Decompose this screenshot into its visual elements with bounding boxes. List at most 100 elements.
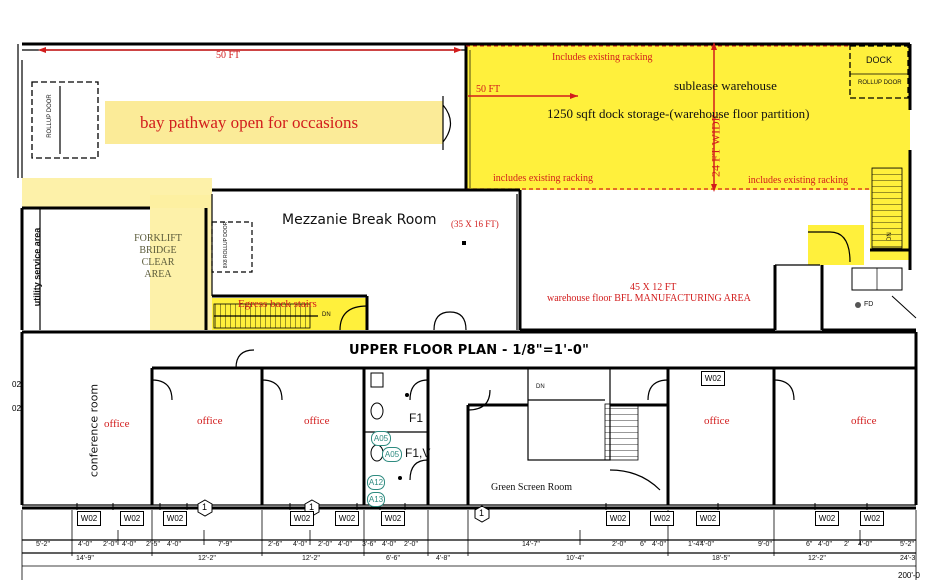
- rollup-door-left: [31, 81, 99, 159]
- plan-title: UPPER FLOOR PLAN - 1/8"=1'-0": [349, 343, 590, 358]
- dimension-label: 12'-2": [302, 555, 320, 562]
- sublease-highlight: [466, 44, 910, 190]
- dimension-label: 5'-2": [36, 541, 50, 548]
- office-1-label: office: [104, 418, 130, 430]
- dn-label-mid: DN: [536, 384, 545, 390]
- dimension-label: 4'-0": [167, 541, 181, 548]
- tag-w02-room: W02: [701, 371, 725, 386]
- racking-label-bottom-left: includes existing racking: [493, 173, 593, 184]
- egress-label: Egress back stairs: [238, 298, 317, 310]
- edge-02-b: 02: [12, 404, 21, 413]
- tag-w02-window: W02: [120, 511, 144, 526]
- dimension-label: 4'-0": [78, 541, 92, 548]
- dimension-label: 4'-0": [338, 541, 352, 548]
- tag-w02-window: W02: [815, 511, 839, 526]
- tag-w02-window: W02: [77, 511, 101, 526]
- tag-a05-1: A05: [371, 431, 391, 446]
- bay-pathway-label: bay pathway open for occasions: [140, 113, 359, 132]
- grid-1c: 1: [479, 508, 485, 518]
- dimension-label: 2'-0": [103, 541, 117, 548]
- dimension-label: 12'-2": [198, 555, 216, 562]
- tag-a12: A12: [367, 475, 385, 490]
- pathway-highlight: [105, 101, 443, 144]
- racking-label-top: Includes existing racking: [552, 52, 653, 63]
- dimension-label: 2'-0": [404, 541, 418, 548]
- dimension-label: 4'-0": [382, 541, 396, 548]
- tag-w02-window: W02: [860, 511, 884, 526]
- dim-total: 200'-0: [898, 571, 920, 580]
- dimension-label: 4'-0": [858, 541, 872, 548]
- dn-label-upper: DN: [322, 312, 331, 318]
- tag-w02-window: W02: [335, 511, 359, 526]
- dimension-label: 10'-4": [566, 555, 584, 562]
- rollup-door-bridge-label: 8X8 ROLLUP DOOR: [223, 221, 229, 269]
- sublease-warehouse-label: sublease warehouse: [674, 78, 777, 93]
- tag-w02-window: W02: [163, 511, 187, 526]
- tag-w02-window: W02: [606, 511, 630, 526]
- utility-service-label: utility service area: [32, 227, 42, 307]
- dock-label: DOCK: [866, 55, 893, 65]
- dimension-label: 3'-6": [362, 541, 376, 548]
- break-room-size: (35 X 16 FT): [451, 219, 499, 229]
- dimension-label: 4'-0": [122, 541, 136, 548]
- grid-1b: 1: [309, 502, 315, 512]
- edge-02-a: 02: [12, 380, 21, 389]
- tag-w02-window: W02: [650, 511, 674, 526]
- dimension-label: 12'-2": [808, 555, 826, 562]
- conference-room-label: conference room: [87, 383, 101, 478]
- f1-top-label: F1: [409, 411, 424, 425]
- dimension-label: 1'-4": [688, 541, 702, 548]
- center-stairs: [527, 367, 611, 461]
- tag-a13: A13: [367, 492, 385, 507]
- dimension-label: 24'-3: [900, 555, 916, 562]
- bfl-area-label: warehouse floor BFL MANUFACTURING AREA: [547, 293, 751, 304]
- dimension-label: 2'-6": [268, 541, 282, 548]
- forklift-line-2: BRIDGE: [139, 245, 177, 256]
- dimension-label: 4'-8": [436, 555, 450, 562]
- window-marks: [76, 503, 868, 510]
- dimension-label: 18'-5": [712, 555, 730, 562]
- office-3-label: office: [304, 415, 330, 427]
- dimension-label: 2'-0": [612, 541, 626, 548]
- dn-label-right: DN: [887, 232, 893, 241]
- rollup-door-left-label: ROLLUP DOOR: [47, 94, 53, 138]
- tag-w02-window: W02: [696, 511, 720, 526]
- forklift-line-4: AREA: [144, 269, 172, 280]
- dimension-ticks: [21, 510, 917, 580]
- dimension-label: 14'-9": [76, 555, 94, 562]
- office-4-label: office: [704, 415, 730, 427]
- bfl-size-label: 45 X 12 FT: [630, 282, 677, 293]
- tag-a05-2: A05: [382, 447, 402, 462]
- dimension-label: 4'-0": [700, 541, 714, 548]
- dock-storage-label: 1250 sqft dock storage-(warehouse floor …: [547, 106, 810, 121]
- dock-rollup-label: ROLLUP DOOR: [858, 80, 902, 86]
- office-5-label: office: [851, 415, 877, 427]
- dimension-label: 5'-2": [900, 541, 914, 548]
- dimension-label: 2': [844, 541, 850, 548]
- dimension-label: 4'-0": [818, 541, 832, 548]
- racking-label-bottom-right: includes existing racking: [748, 175, 848, 186]
- dimension-label: 2'-5": [146, 541, 160, 548]
- dimension-label: 2'-0": [318, 541, 332, 548]
- dim-50ft-side: 50 FT: [476, 84, 501, 95]
- f1-bottom-label: F1,V: [405, 446, 431, 460]
- dock-box: [849, 45, 909, 99]
- tag-w02-window: W02: [381, 511, 405, 526]
- dimension-label: 6": [806, 541, 813, 548]
- dimension-label: 6'-6": [386, 555, 400, 562]
- forklift-bridge-highlight: [150, 195, 212, 330]
- dimension-label: 9'-0": [758, 541, 772, 548]
- tag-w02-window: W02: [290, 511, 314, 526]
- grid-1a: 1: [202, 502, 208, 512]
- right-stairs: [871, 167, 903, 249]
- mezzanine-label: Mezzanie Break Room: [282, 212, 437, 228]
- stair-landing-highlight: [808, 225, 864, 265]
- dimension-label: 4'-0": [293, 541, 307, 548]
- dim-50ft-top: 50 FT: [216, 50, 241, 61]
- dimension-label: 7'-9": [218, 541, 232, 548]
- dimension-label: 14'-7": [522, 541, 540, 548]
- rollup-door-bridge: [211, 221, 253, 273]
- fd-label: FD: [864, 301, 874, 308]
- forklift-line-3: CLEAR: [141, 257, 175, 268]
